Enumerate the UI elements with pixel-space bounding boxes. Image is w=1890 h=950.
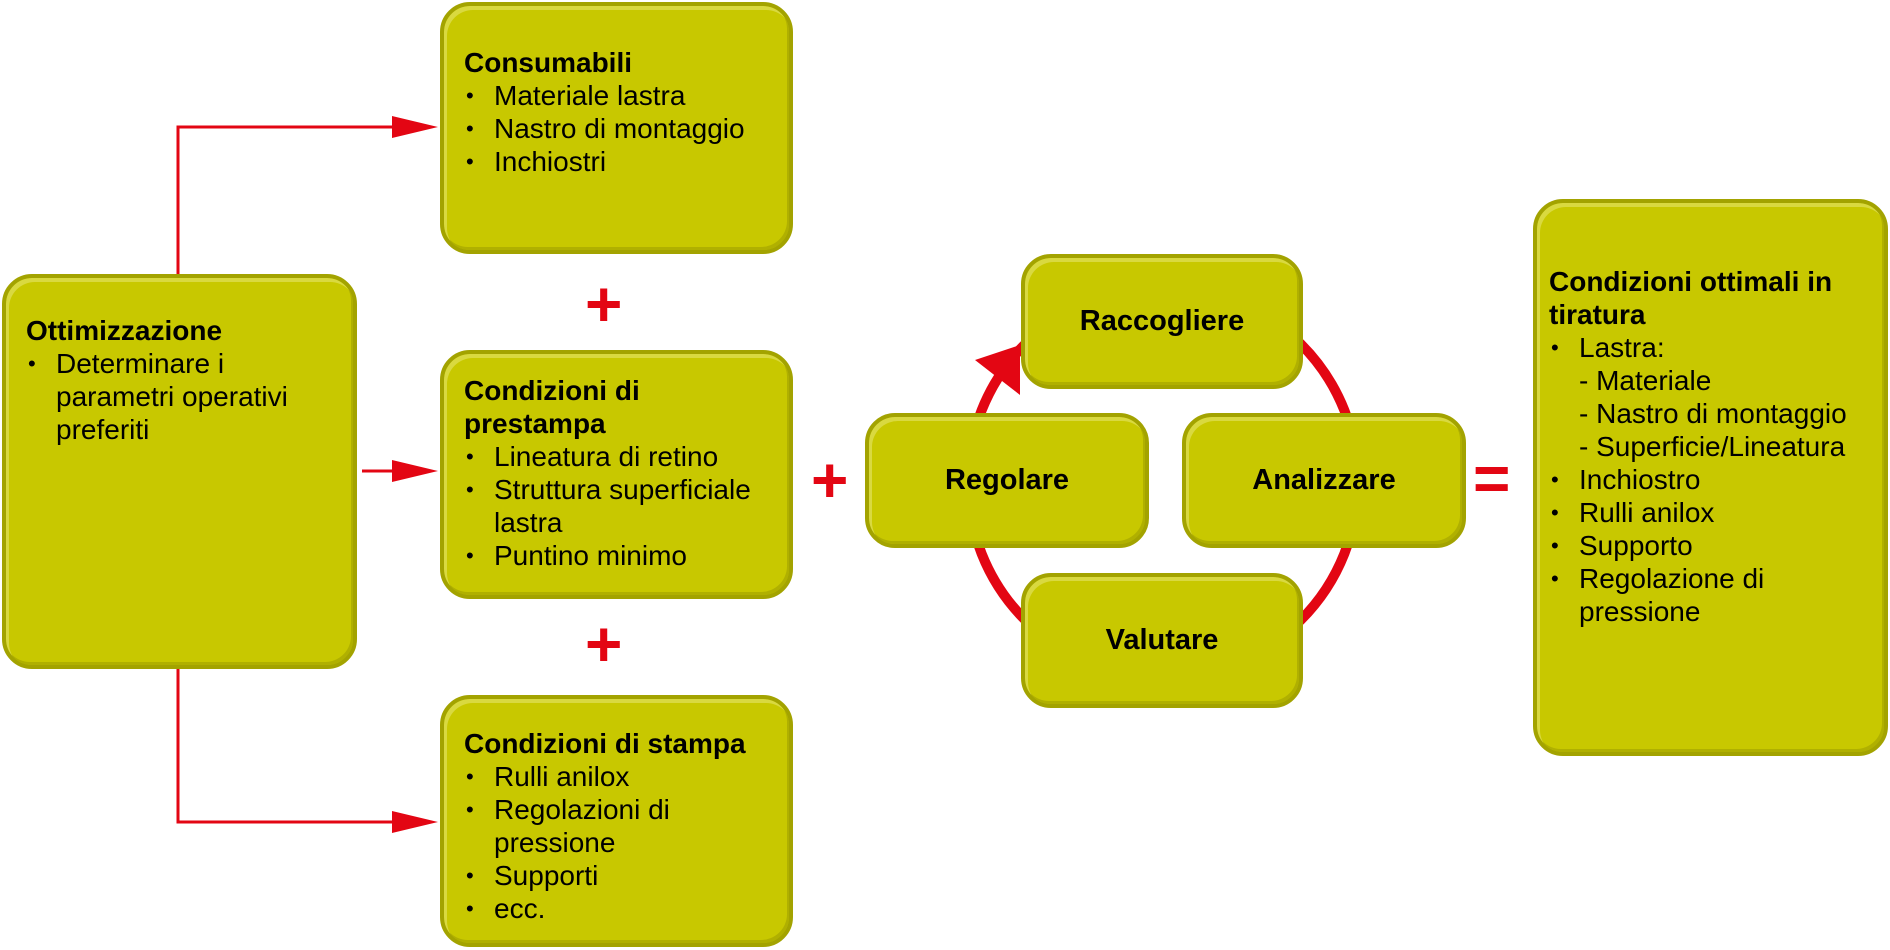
arrowhead-icon (392, 116, 438, 138)
press-box: Condizioni di stampa Rulli anilox Regola… (440, 695, 793, 947)
list-subitem: - Nastro di montaggio (1579, 398, 1847, 429)
list-item: Regolazione di pressione (1549, 562, 1809, 628)
list-item: Materiale lastra (464, 79, 781, 112)
arrow-to-consumables (176, 125, 395, 274)
prepress-box: Condizioni di prestampa Lineatura di ret… (440, 350, 793, 599)
list-item: Supporti (464, 859, 781, 892)
prepress-title: Condizioni di prestampa (464, 375, 640, 439)
list-item: Struttura superficiale lastra (464, 473, 781, 539)
plus-sign: + (585, 268, 623, 340)
list-subitem: - Superficie/Lineatura (1579, 431, 1846, 462)
press-title: Condizioni di stampa (464, 728, 746, 759)
analyze-box: Analizzare (1182, 413, 1466, 548)
evaluate-box: Valutare (1021, 573, 1303, 708)
list-item: ecc. (464, 892, 781, 925)
list-item: Nastro di montaggio (464, 112, 781, 145)
list-item: Lineatura di retino (464, 440, 781, 473)
cycle-arrowhead-icon (975, 345, 1020, 395)
arrow-to-press (176, 669, 395, 824)
arrowhead-icon (392, 460, 438, 482)
optimization-title: Ottimizzazione (26, 315, 223, 346)
list-item: Puntino minimo (464, 539, 781, 572)
equals-sign: = (1473, 442, 1511, 514)
plus-sign: + (585, 608, 623, 680)
list-item: Rulli anilox (464, 760, 781, 793)
result-box: Condizioni ottimali in tiratura Lastra: … (1533, 199, 1888, 756)
list-item: Regolazioni di pressione (464, 793, 714, 859)
list-item: Rulli anilox (1549, 496, 1882, 529)
list-item: Inchiostro (1549, 463, 1882, 496)
consumables-box: Consumabili Materiale lastra Nastro di m… (440, 2, 793, 254)
list-item: Inchiostri (464, 145, 781, 178)
optimization-box: Ottimizzazione Determinare i parametri o… (2, 274, 357, 669)
list-item: Determinare i parametri operativi prefer… (26, 347, 326, 446)
collect-box: Raccogliere (1021, 254, 1303, 389)
arrowhead-icon (392, 811, 438, 833)
result-title: Condizioni ottimali in tiratura (1549, 266, 1833, 330)
adjust-box: Regolare (865, 413, 1149, 548)
plus-sign: + (811, 444, 849, 516)
list-item: Lastra: (1549, 331, 1882, 364)
list-subitem: - Materiale (1579, 365, 1712, 396)
list-item: Supporto (1549, 529, 1882, 562)
consumables-title: Consumabili (464, 47, 633, 78)
